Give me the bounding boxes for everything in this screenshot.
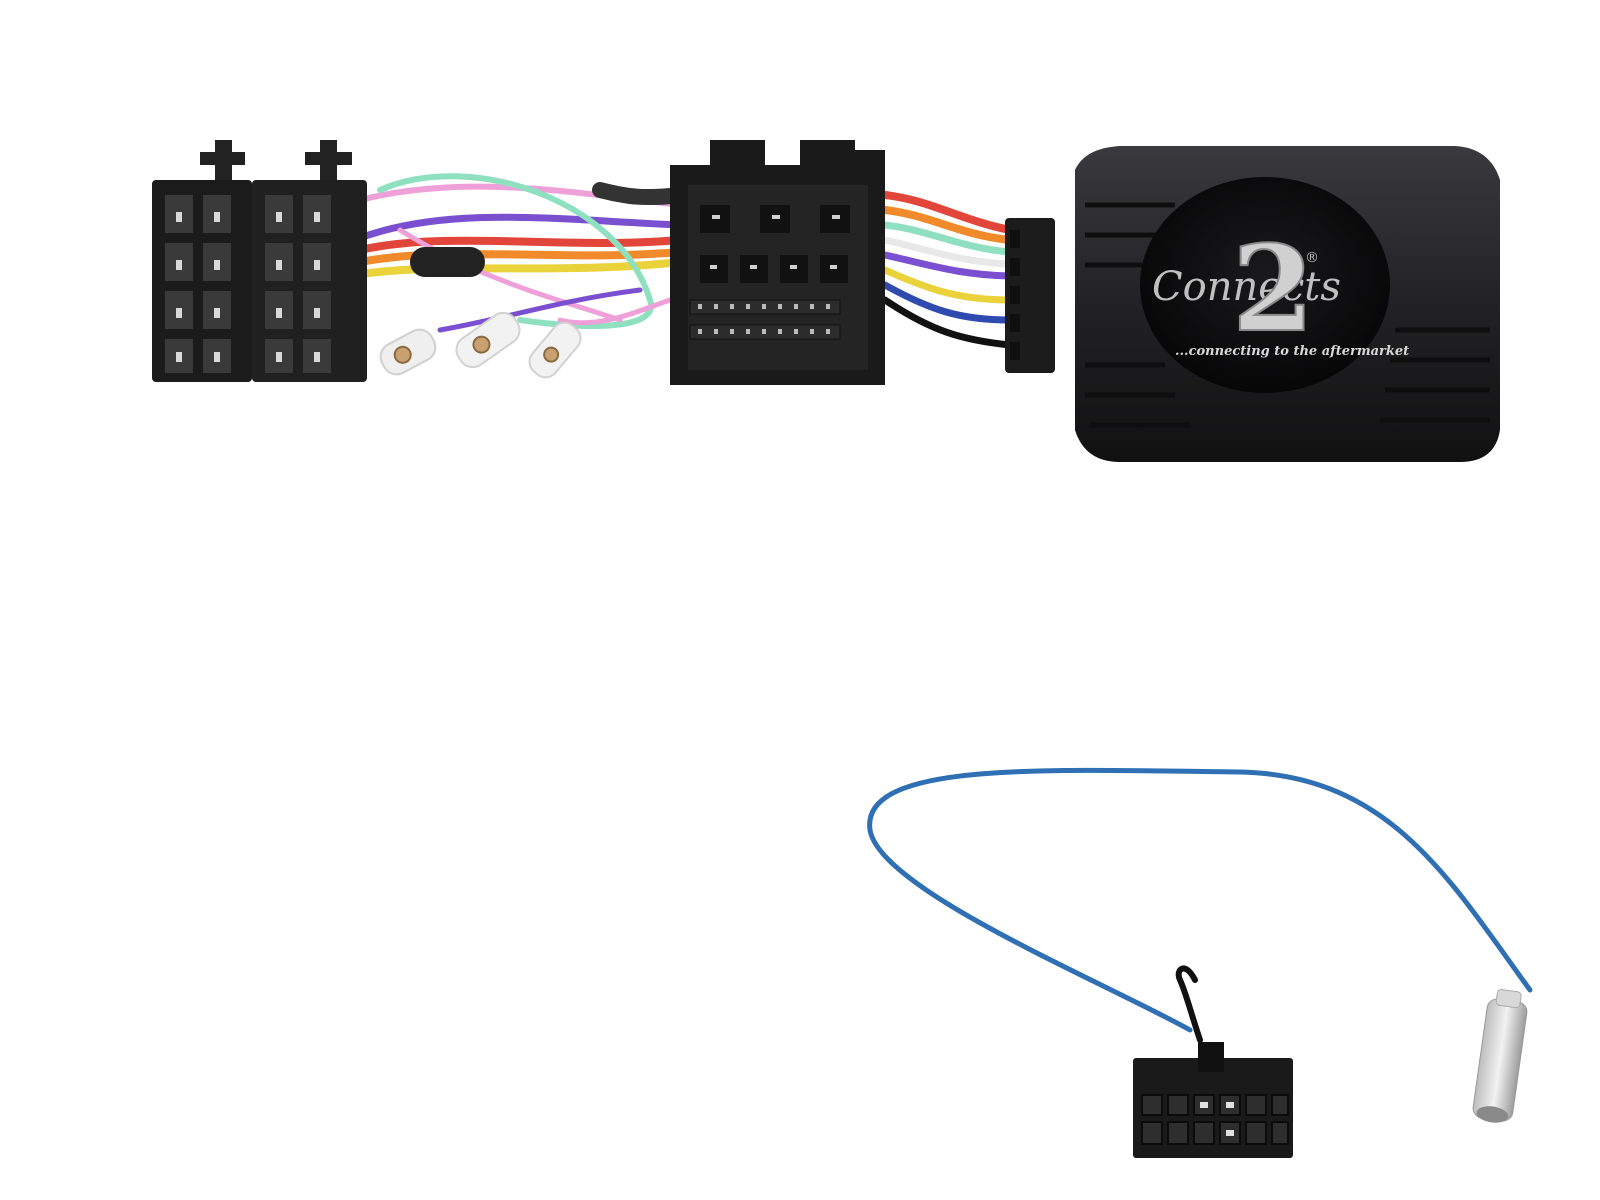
brand-logo-number: 2 (1232, 219, 1314, 358)
wire-bundle (356, 173, 1014, 349)
aerial-plug-icon (1472, 989, 1528, 1123)
brand-logo-text: Connects (1152, 264, 1341, 310)
interface-module-icon: Connects 2 ® ...connecting to the afterm… (1005, 146, 1500, 462)
patch-lead-connector-icon (1133, 1042, 1293, 1158)
patch-lead (867, 767, 1533, 1043)
registered-mark: ® (1305, 250, 1319, 266)
iso-connector-icon (152, 140, 367, 382)
quad-lock-connector-icon (670, 140, 885, 385)
spade-terminal-icon (379, 311, 582, 379)
brand-tagline: ...connecting to the aftermarket (1175, 344, 1409, 359)
